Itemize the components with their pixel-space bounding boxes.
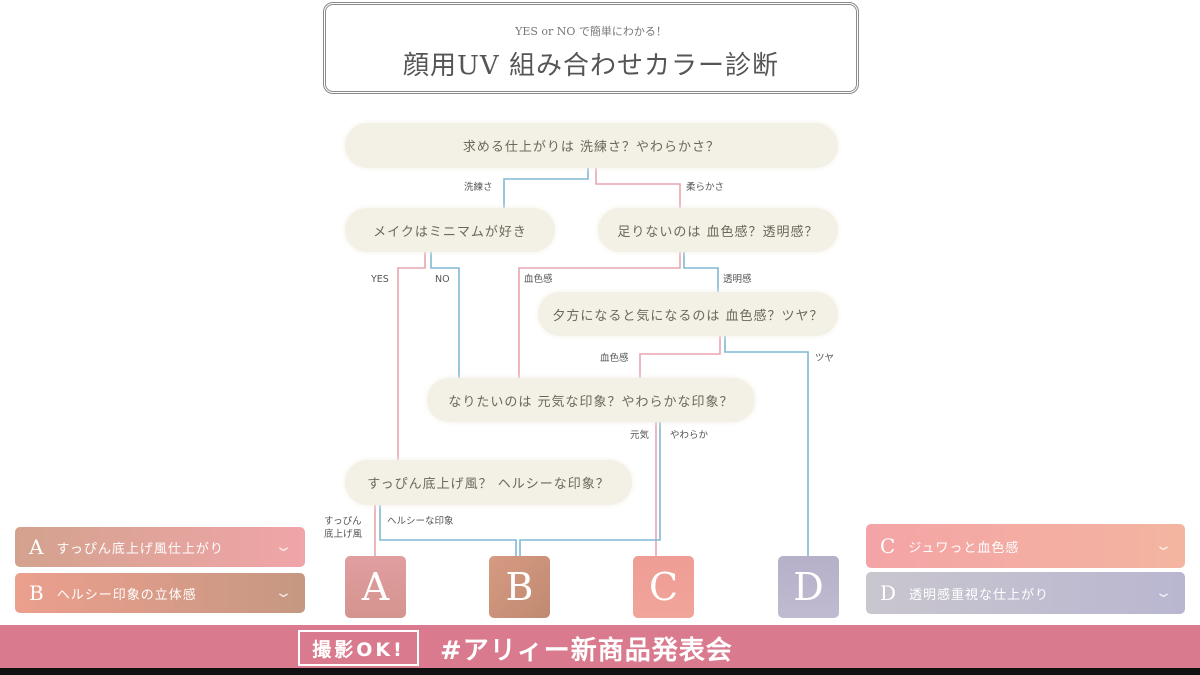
question-2b: 足りないのは 血色感？透明感？ (598, 208, 838, 252)
line-q1-right (595, 168, 681, 208)
accordion-c[interactable]: C ジュワっと血色感 ⌄ (866, 524, 1185, 568)
line-q2a-yes (397, 252, 426, 460)
branch-label: 元気 (630, 430, 650, 441)
chevron-down-icon: ⌄ (1154, 585, 1175, 601)
accordion-a[interactable]: A すっぴん底上げ風仕上がり ⌄ (15, 527, 305, 567)
question-4: なりたいのは 元気な印象？やわらかな印象？ (427, 378, 755, 422)
title-frame: YES or NO で簡単にわかる！ 顔用UV 組み合わせカラー診断 (323, 2, 859, 94)
branch-label: YES (371, 274, 389, 285)
accordion-letter: B (29, 581, 45, 605)
branch-label: 血色感 (600, 353, 629, 364)
accordion-letter: A (29, 535, 45, 559)
branch-label: 底上げ風 (324, 529, 363, 540)
footer-bar (0, 625, 1200, 668)
line-q2b-left (518, 252, 681, 378)
accordion-label: ジュワっと血色感 (908, 540, 1020, 556)
result-box-d[interactable]: D (778, 556, 839, 618)
question-5: すっぴん底上げ風？ ヘルシーな印象？ (345, 460, 632, 505)
line-q4-right (519, 422, 661, 556)
accordion-label: すっぴん底上げ風仕上がり (56, 541, 224, 557)
result-box-b[interactable]: B (489, 556, 550, 618)
accordion-letter: D (880, 581, 898, 605)
hashtag: #アリィー新商品発表会 (440, 635, 733, 666)
question-3: 夕方になると気になるのは 血色感？ツヤ？ (538, 292, 838, 336)
accordion-b[interactable]: B ヘルシー印象の立体感 ⌄ (15, 573, 305, 613)
branch-label: 洗練さ (464, 182, 493, 193)
branch-label: ヘルシーな印象 (387, 516, 454, 527)
accordion-letter: C (880, 534, 897, 558)
line-q5-right (379, 505, 517, 556)
line-q1-left (503, 168, 589, 208)
result-box-a[interactable]: A (345, 556, 406, 618)
page-title: 顔用UV 組み合わせカラー診断 (403, 51, 779, 81)
chevron-down-icon: ⌄ (274, 539, 295, 555)
branch-label: すっぴん (324, 516, 362, 527)
branch-label: ツヤ (815, 353, 835, 364)
bottom-edge (0, 668, 1200, 675)
accordion-label: 透明感重視な仕上がり (909, 587, 1050, 603)
branch-label: 透明感 (723, 274, 752, 285)
accordion-label: ヘルシー印象の立体感 (56, 587, 197, 603)
question-2a: メイクはミニマムが好き (345, 208, 555, 252)
accordion-d[interactable]: D 透明感重視な仕上がり ⌄ (866, 572, 1185, 614)
line-q2a-no (430, 252, 460, 378)
branch-label: やわらか (670, 430, 709, 441)
result-box-c[interactable]: C (633, 556, 694, 618)
chevron-down-icon: ⌄ (274, 585, 295, 601)
line-q3-left (639, 336, 721, 378)
chevron-down-icon: ⌄ (1154, 538, 1175, 554)
branch-label: 柔らかさ (686, 182, 725, 193)
photo-ok-badge: 撮影OK! (298, 630, 419, 666)
question-1: 求める仕上がりは 洗練さ？やわらかさ？ (345, 123, 838, 168)
subtitle: YES or NO で簡単にわかる！ (515, 25, 667, 38)
line-q2b-right (683, 252, 719, 292)
branch-label: NO (435, 274, 450, 285)
line-q3-right (724, 336, 809, 556)
branch-label: 血色感 (524, 274, 553, 285)
